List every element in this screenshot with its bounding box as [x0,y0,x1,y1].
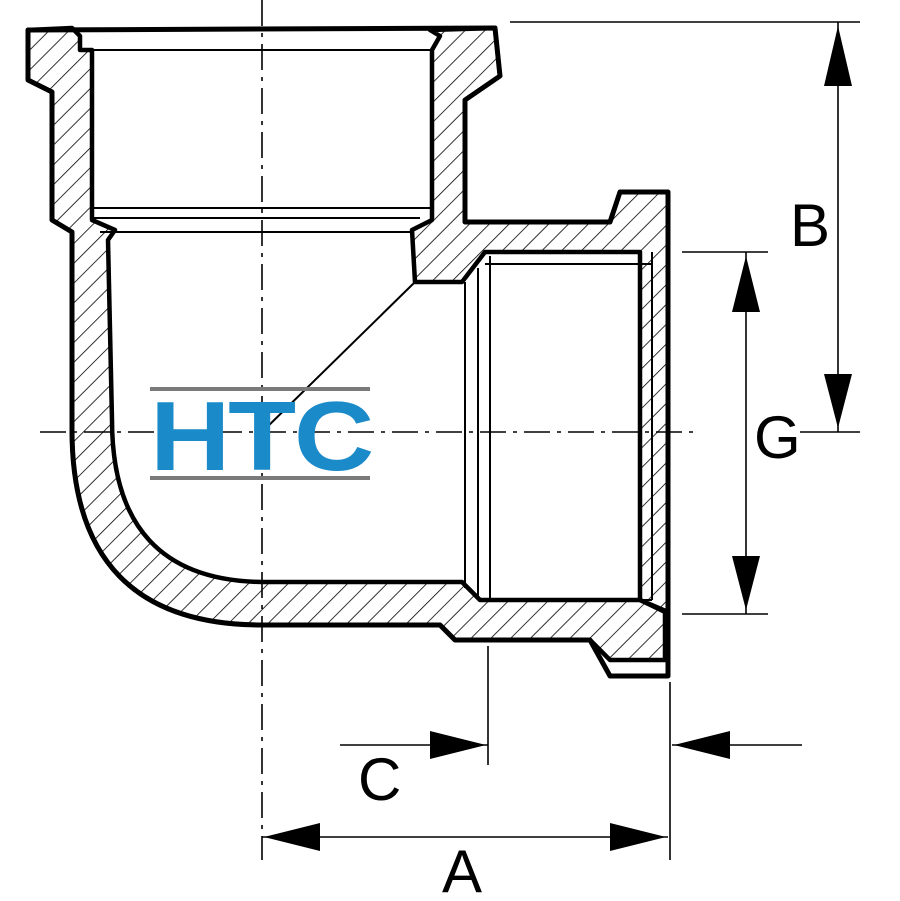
dim-c-right-arrow [674,731,730,759]
dimension-a: A [262,823,668,901]
dim-c-label: C [358,746,401,813]
dim-b-arrow-bottom [824,374,852,428]
htc-logo: HTC [150,381,374,491]
dimension-c: C [340,646,802,860]
logo-text: HTC [150,381,372,491]
dim-b-label: B [790,192,830,259]
dimension-g: G [682,251,801,615]
dim-c-arrow [430,731,486,759]
dim-g-arrow-top [732,256,760,312]
dim-a-arrow-left [264,823,320,851]
dimension-b: B [510,21,860,433]
dim-b-arrow-top [824,26,852,86]
side-bore-threads [464,252,653,601]
dim-g-label: G [754,404,801,471]
body-outline [25,25,671,679]
dim-g-arrow-bottom [732,556,760,610]
dim-a-label: A [442,838,482,901]
top-bore-threads [80,49,433,233]
top-socket-wall-left [25,25,668,663]
dim-a-arrow-right [610,823,666,851]
junction-line [261,281,416,433]
top-socket-wall-right [409,25,671,615]
fitting-section [25,25,671,679]
